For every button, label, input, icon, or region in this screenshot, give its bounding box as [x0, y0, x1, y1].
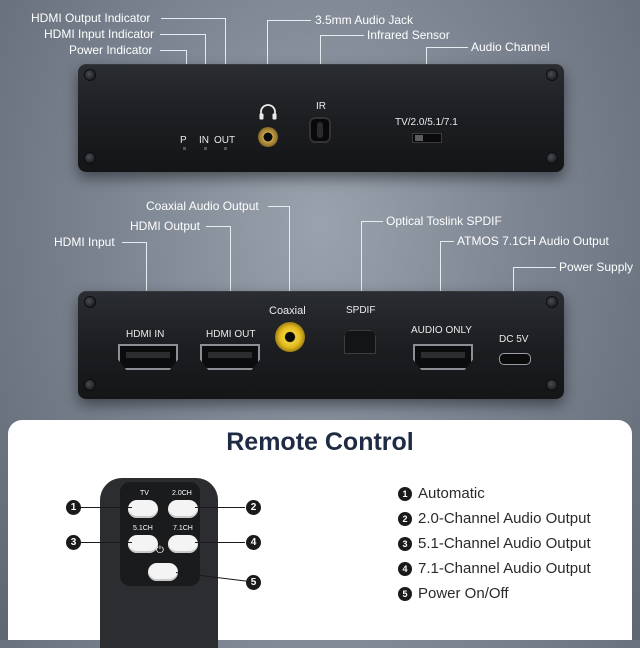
callout-number-2: 2	[246, 500, 261, 515]
leader-line	[80, 542, 132, 543]
remote-control-title: Remote Control	[226, 428, 414, 456]
infrared-sensor-label: Infrared Sensor	[367, 28, 450, 42]
legend-text: 5.1-Channel Audio Output	[418, 535, 591, 552]
audio-only-port-label: AUDIO ONLY	[411, 325, 472, 336]
leader-line	[230, 226, 231, 326]
power-led	[183, 147, 186, 150]
power-supply-label: Power Supply	[559, 260, 634, 274]
callout-number-4: 4	[246, 535, 261, 550]
legend-number: 1	[398, 487, 412, 501]
legend-text: Automatic	[418, 485, 485, 502]
screw-icon	[547, 153, 557, 163]
dc-port-label: DC 5V	[499, 334, 529, 345]
hdmi-in-port[interactable]	[118, 344, 178, 370]
leader-line	[122, 242, 146, 243]
leader-line	[160, 34, 206, 35]
coaxial-port[interactable]	[275, 322, 305, 352]
power-led-label: P	[180, 135, 187, 146]
hdmi-out-port-label: HDMI OUT	[206, 329, 256, 340]
legend-item: 5 Power On/Off	[398, 585, 509, 602]
channel-switch[interactable]	[412, 133, 442, 143]
hdmi-out-port[interactable]	[200, 344, 260, 370]
leader-line	[361, 221, 362, 301]
optical-spdif-label: Optical Toslink SPDIF	[386, 214, 502, 228]
channel-switch-label: TV/2.0/5.1/7.1	[395, 117, 458, 128]
audio-channel-label: Audio Channel	[471, 40, 550, 54]
legend-item: 3 5.1-Channel Audio Output	[398, 535, 591, 552]
callout-number-5: 5	[246, 575, 261, 590]
leader-line	[289, 206, 290, 302]
legend-number: 2	[398, 512, 412, 526]
2ch-button-label: 2.0CH	[172, 490, 192, 497]
input-led	[204, 147, 207, 150]
hdmi-output-label: HDMI Output	[130, 219, 201, 233]
leader-line	[206, 226, 230, 227]
output-led-label: OUT	[214, 135, 236, 146]
2ch-button[interactable]	[168, 500, 198, 518]
leader-line	[440, 241, 454, 242]
leader-line	[161, 18, 225, 19]
input-led-label: IN	[199, 135, 209, 146]
leader-line	[195, 507, 245, 508]
legend-item: 1 Automatic	[398, 485, 485, 502]
screw-icon	[85, 297, 95, 307]
leader-line	[268, 206, 289, 207]
hdmi-input-label: HDMI Input	[54, 235, 115, 249]
leader-line	[160, 50, 187, 51]
71ch-button[interactable]	[168, 535, 198, 553]
callout-number-1: 1	[66, 500, 81, 515]
legend-number: 3	[398, 537, 412, 551]
51ch-button-label: 5.1CH	[133, 525, 153, 532]
tv-button-label: TV	[140, 490, 149, 497]
leader-line	[80, 507, 132, 508]
legend-item: 2 2.0-Channel Audio Output	[398, 510, 591, 527]
tv-button[interactable]	[128, 500, 158, 518]
leader-line	[513, 267, 556, 268]
legend-number: 5	[398, 587, 412, 601]
legend-number: 4	[398, 562, 412, 576]
leader-line	[440, 241, 441, 325]
coaxial-port-label: Coaxial	[269, 305, 306, 317]
legend-item: 4 7.1-Channel Audio Output	[398, 560, 591, 577]
atmos-output-label: ATMOS 7.1CH Audio Output	[457, 234, 609, 248]
ir-sensor-window	[309, 117, 331, 143]
screw-icon	[85, 70, 95, 80]
leader-line	[361, 221, 383, 222]
51ch-button[interactable]	[128, 535, 158, 553]
71ch-button-label: 7.1CH	[173, 525, 193, 532]
spdif-port[interactable]	[344, 330, 376, 354]
output-led	[224, 147, 227, 150]
audio-jack-label: 3.5mm Audio Jack	[315, 13, 414, 27]
audio-only-hdmi-port[interactable]	[413, 344, 473, 370]
power-indicator-label: Power Indicator	[69, 43, 153, 57]
leader-line	[320, 35, 364, 36]
leader-line	[195, 542, 245, 543]
power-button-label: ⏻	[156, 545, 164, 556]
headphone-icon	[258, 104, 278, 120]
screw-icon	[85, 153, 95, 163]
leader-line	[146, 242, 147, 326]
leader-line	[426, 47, 468, 48]
audio-jack-port[interactable]	[258, 127, 278, 147]
screw-icon	[547, 380, 557, 390]
ir-label: IR	[316, 101, 326, 112]
callout-number-3: 3	[66, 535, 81, 550]
legend-text: Power On/Off	[418, 585, 509, 602]
legend-text: 2.0-Channel Audio Output	[418, 510, 591, 527]
hdmi-input-indicator-label: HDMI Input Indicator	[44, 27, 155, 41]
screw-icon	[547, 297, 557, 307]
leader-line	[267, 20, 311, 21]
legend-text: 7.1-Channel Audio Output	[418, 560, 591, 577]
usb-c-power-port[interactable]	[499, 353, 531, 365]
coaxial-output-label: Coaxial Audio Output	[146, 199, 259, 213]
screw-icon	[85, 380, 95, 390]
hdmi-in-port-label: HDMI IN	[126, 329, 165, 340]
spdif-port-label: SPDIF	[346, 305, 376, 316]
screw-icon	[547, 70, 557, 80]
hdmi-output-indicator-label: HDMI Output Indicator	[31, 11, 151, 25]
power-button[interactable]	[148, 563, 178, 581]
